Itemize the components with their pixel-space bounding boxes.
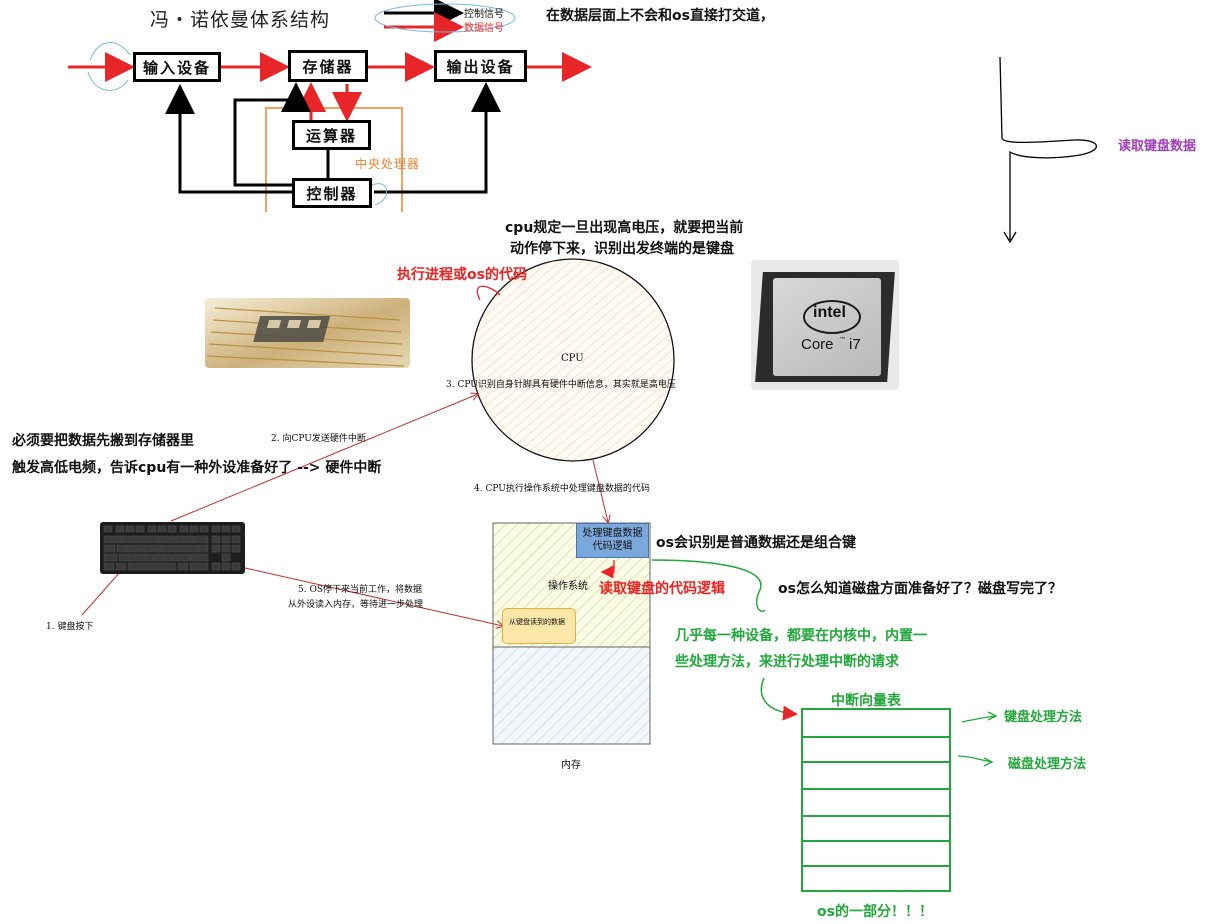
read-logic-label: 读取键盘的代码逻辑 [599, 581, 725, 597]
disk-method-label: 磁盘处理方法 [1008, 757, 1087, 772]
cpu-rule-line2: 动作停下来，识别出发终端的是键盘 [510, 241, 734, 257]
intel-brand: intel [813, 304, 846, 321]
os-interaction-note: 在数据层面上不会和os直接打交道， [546, 8, 774, 24]
alu-box: 运算器 [292, 120, 371, 150]
cpu-label: CPU [561, 353, 584, 364]
von-neumann-title: 冯・诺依曼体系结构 [150, 9, 331, 31]
memory-label: 内存 [561, 760, 581, 771]
keyboard-image [100, 522, 245, 574]
step4-label: 4. CPU执行操作系统中处理键盘数据的代码 [474, 484, 650, 494]
legend-control-label: 控制信号 [464, 9, 504, 20]
intel-core-i7-image: intel Core ™ i7 [751, 260, 899, 390]
os-part-note: os的一部分！！！ [817, 904, 933, 920]
cpu-rule-line1: cpu规定一旦出现高电压，就要把当前 [505, 220, 744, 236]
intel-gen: i7 [849, 336, 861, 353]
input-device-box: 输入设备 [133, 52, 221, 82]
step5-line2: 从外设读入内存，等待进一步处理 [288, 600, 424, 610]
read-keyboard-note: 读取键盘数据 [1118, 139, 1197, 154]
cpu-region-label: 中央处理器 [355, 157, 421, 171]
must-move-line1: 必须要把数据先搬到存储器里 [12, 433, 194, 449]
legend-data-label: 数据信号 [464, 23, 504, 34]
almost-every-line2: 些处理方法，来进行处理中断的请求 [675, 654, 899, 670]
os-handler-line2: 代码逻辑 [592, 541, 633, 552]
keyboard-method-label: 键盘处理方法 [1004, 710, 1083, 725]
intel-tm: ™ [839, 336, 846, 344]
exec-process-note: 执行进程或os的代码 [397, 267, 527, 283]
must-move-line2: 触发高低电频，告诉cpu有一种外设准备好了 --> 硬件中断 [12, 460, 382, 476]
storage-box: 存储器 [288, 50, 368, 82]
cpu-pins-image [205, 298, 410, 368]
intel-model: Core [801, 336, 834, 353]
step5-line1: 5. OS停下来当前工作，将数据 [298, 585, 422, 595]
disk-question-note: os怎么知道磁盘方面准备好了？磁盘写完了？ [778, 581, 1062, 597]
interrupt-table-title: 中断向量表 [831, 693, 901, 709]
os-handler-line1: 处理键盘数据 [582, 528, 643, 539]
os-label: 操作系统 [548, 581, 588, 592]
os-recognize-note: os会识别是普通数据还是组合键 [656, 535, 856, 551]
step2-label: 2. 向CPU发送硬件中断 [271, 434, 366, 444]
step1-label: 1. 键盘按下 [46, 622, 94, 632]
almost-every-line1: 几乎每一种设备，都要在内核中，内置一 [675, 628, 927, 644]
controller-box: 控制器 [292, 178, 372, 208]
output-device-box: 输出设备 [434, 50, 527, 82]
os-keyboard-handler: 处理键盘数据 代码逻辑 [576, 523, 649, 558]
step3-label: 3. CPU识别自身针脚具有硬件中断信息，其实就是高电压 [446, 380, 676, 390]
keyboard-data-block: 从键盘读到的数据 [502, 608, 576, 644]
